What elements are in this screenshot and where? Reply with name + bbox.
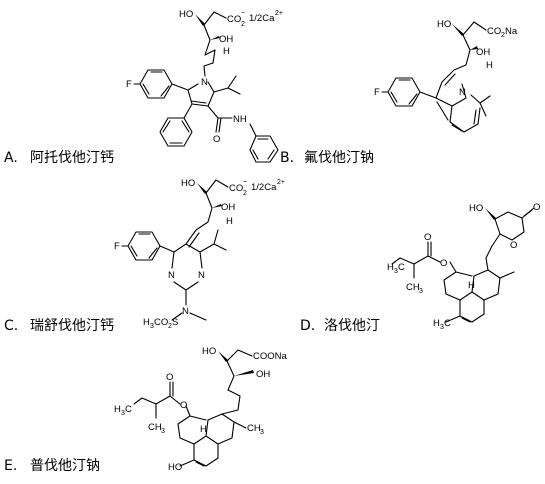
svg-text:3: 3 (150, 323, 154, 330)
option-d[interactable]: D. 洛伐他汀 (300, 318, 380, 334)
structure-fluvastatin: HO CO 2 Na OH H N F (374, 19, 518, 133)
atom-nh: NH (233, 114, 247, 125)
option-letter: A. (4, 150, 18, 166)
svg-text:H: H (226, 216, 233, 227)
svg-text:3: 3 (440, 324, 444, 331)
option-letter: C. (4, 318, 18, 334)
svg-text:−: − (243, 179, 247, 186)
svg-text:2: 2 (168, 323, 172, 330)
atom-o: O (213, 134, 220, 145)
svg-text:O: O (180, 400, 187, 411)
svg-text:H: H (114, 404, 121, 415)
svg-text:COONa: COONa (253, 351, 288, 362)
svg-text:−: − (241, 10, 245, 17)
svg-text:F: F (114, 241, 120, 252)
svg-text:2+: 2+ (275, 10, 283, 17)
option-name: 普伐他汀钠 (30, 458, 100, 474)
svg-text:1/2Ca: 1/2Ca (251, 182, 277, 193)
svg-text:H: H (433, 318, 440, 329)
structure-atorvastatin: HO CO 2 − 1/2Ca 2+ OH H N F O NH (126, 9, 283, 163)
svg-text:O: O (533, 202, 540, 213)
svg-text:H: H (468, 280, 475, 291)
svg-text:OH: OH (256, 369, 270, 380)
atom-calcium: 1/2Ca (249, 13, 275, 24)
svg-text:S: S (172, 317, 178, 328)
svg-text:F: F (374, 87, 380, 98)
svg-text:3: 3 (161, 428, 165, 435)
svg-text:HO: HO (181, 178, 195, 189)
svg-text:HO: HO (168, 462, 182, 473)
svg-text:3: 3 (260, 429, 264, 436)
svg-text:N: N (459, 87, 466, 98)
option-name: 瑞舒伐他汀钙 (30, 318, 114, 334)
option-name: 氟伐他汀钠 (304, 150, 374, 166)
svg-text:Na: Na (505, 26, 518, 37)
structure-rosuvastatin: HO CO 2 − 1/2Ca 2+ OH H N N N H 3 CO 2 S… (114, 178, 285, 330)
option-letter: B. (280, 150, 294, 166)
atom-n: N (201, 77, 208, 88)
svg-text:CO: CO (154, 317, 168, 328)
option-e[interactable]: E. 普伐他汀钠 (4, 458, 100, 474)
svg-text:HO: HO (202, 346, 216, 357)
option-c[interactable]: C. 瑞舒伐他汀钙 (4, 318, 114, 334)
svg-text:H: H (200, 424, 207, 435)
structure-lovastatin: HO O O H 3 C H O O H 3 C CH 3 (387, 202, 540, 331)
svg-text:CH: CH (148, 422, 162, 433)
atom-ho: HO (179, 9, 193, 20)
svg-text:OH: OH (476, 47, 490, 58)
svg-text:C: C (125, 404, 132, 415)
svg-text:N: N (182, 306, 189, 317)
svg-text:H: H (486, 60, 493, 71)
svg-text:C: C (444, 318, 451, 329)
svg-text:O: O (166, 372, 173, 383)
svg-text:3: 3 (121, 410, 125, 417)
option-letter: E. (4, 458, 17, 474)
svg-text:2: 2 (241, 21, 245, 28)
option-name: 阿托伐他汀钙 (30, 150, 114, 166)
svg-text:O: O (440, 258, 447, 269)
option-a[interactable]: A. 阿托伐他汀钙 (4, 150, 114, 166)
svg-text:H: H (223, 46, 230, 57)
svg-text:O: O (510, 240, 517, 251)
atom-f: F (126, 79, 132, 90)
svg-text:2+: 2+ (277, 179, 285, 186)
svg-text:CO: CO (487, 26, 501, 37)
option-name: 洛伐他汀 (324, 318, 380, 334)
option-b[interactable]: B. 氟伐他汀钠 (280, 150, 374, 166)
atom-h3co2s: H (143, 317, 150, 328)
svg-text:N: N (198, 270, 205, 281)
option-letter: D. (300, 318, 315, 334)
svg-text:3: 3 (394, 268, 398, 275)
svg-text:CH: CH (247, 423, 261, 434)
svg-text:HO: HO (437, 19, 451, 30)
svg-text:C: C (398, 262, 405, 273)
svg-text:HO: HO (469, 203, 483, 214)
svg-text:2: 2 (501, 32, 505, 39)
svg-text:OH: OH (221, 202, 235, 213)
svg-text:H: H (387, 262, 394, 273)
svg-text:3: 3 (419, 288, 423, 295)
svg-text:2: 2 (243, 190, 247, 197)
svg-text:O: O (424, 232, 431, 243)
svg-text:N: N (168, 270, 175, 281)
svg-text:CO: CO (229, 183, 243, 194)
wedge-bond (195, 14, 205, 26)
atom-co2: CO (227, 14, 241, 25)
svg-text:CH: CH (406, 282, 420, 293)
structure-pravastatin: HO COONa OH CH 3 HO H O O H 3 C CH 3 (114, 346, 288, 473)
atom-oh: OH (219, 34, 233, 45)
